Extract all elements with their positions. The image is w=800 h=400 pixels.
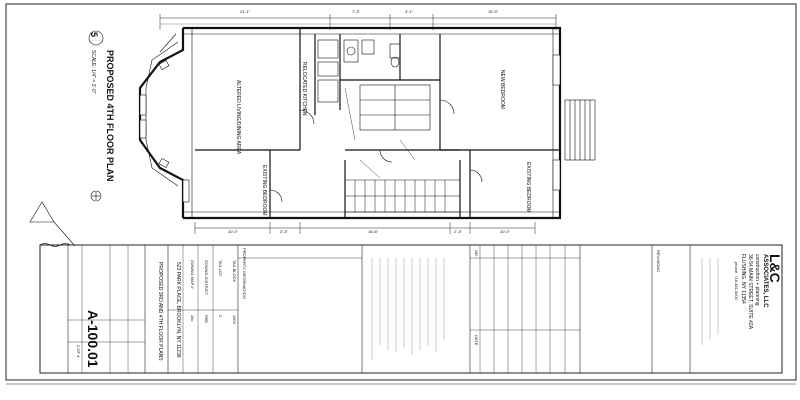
dim-top-4: 15'-9"	[488, 9, 499, 14]
bottom-dimensions	[194, 222, 536, 234]
property-row-3-key: ZONING MAP #	[190, 260, 195, 289]
room-label-bedroom-main: NEW BEDROOM	[499, 70, 505, 109]
sheet-of: 2 OF 4	[76, 345, 81, 358]
firm-address: 36-54 MAIN STREET, SUITE #2A	[747, 254, 753, 330]
firm-phone: phone: 718.461.5000	[734, 262, 739, 300]
notes-text-lines	[371, 258, 719, 360]
property-row-1-val: 2	[218, 315, 223, 318]
drawing-number: A-100.01	[85, 310, 101, 368]
project-label: PROPOSED 3RD AND 4TH FLOOR PLANS	[157, 262, 163, 361]
callouts	[29, 30, 104, 247]
dim-bottom-2: 2'-3"	[280, 229, 288, 234]
firm-tagline: construction + planning	[754, 254, 760, 306]
top-dimensions	[159, 14, 557, 30]
dim-bottom-1: 10'-0"	[228, 229, 239, 234]
property-row-2-val: R6B	[204, 315, 209, 323]
revisions-header: REVISIONS	[656, 250, 661, 272]
bay-windows	[139, 54, 561, 203]
dim-top-1: 21'-1"	[240, 9, 251, 14]
dim-bottom-5: 10'-0"	[500, 229, 511, 234]
revisions-no-label: NO.	[474, 250, 479, 258]
firm-city: FLUSHING, NY 11354	[740, 254, 746, 304]
stair	[344, 179, 461, 213]
property-row-0-key: TAX BLOCK	[232, 260, 237, 283]
room-label-kitchen: RELOCATED KITCHEN	[301, 62, 307, 116]
property-row-1-key: TAX LOT	[218, 260, 223, 277]
property-row-0-val: 1904	[232, 315, 237, 324]
firm-logo: L&C	[767, 254, 783, 283]
plan-scale: SCALE: 1/4" = 1'-0"	[90, 50, 96, 94]
revisions-date-label: DATE	[474, 335, 479, 346]
room-label-living: ALTERED LIVING/DINING AREA	[235, 80, 241, 155]
title-block-frame	[39, 243, 783, 374]
dim-top-3: 4'-1"	[405, 9, 413, 14]
dim-bottom-3: 16'-6"	[368, 229, 379, 234]
core-hatch	[344, 87, 416, 179]
fixtures	[269, 39, 483, 203]
room-label-bedroom-back: EXISTING BEDROOM	[525, 162, 531, 213]
rear-balcony	[564, 99, 596, 161]
exterior-walls	[138, 26, 562, 220]
dim-top-2: 7'-3"	[352, 9, 360, 14]
project-address: 523 PARK PLACE, BROOKLYN, NY 11238	[175, 262, 181, 358]
firm-subname: ASSOCIATES, LLC	[762, 254, 768, 308]
property-row-2-key: ZONING DISTRICT	[204, 260, 209, 296]
sheet-border	[5, 3, 797, 381]
plan-title: PROPOSED 4TH FLOOR PLAN	[105, 50, 115, 182]
plan-title-group: 5	[86, 32, 104, 37]
interior-walls	[195, 28, 560, 218]
plan-number: 5	[89, 32, 99, 38]
dim-bottom-4: 2'-3"	[454, 229, 462, 234]
property-row-3-val: 16c	[190, 315, 195, 322]
property-info-header: PROPERTY INFORMATION	[242, 248, 247, 299]
room-label-bedroom-front: EXISTING BEDROOM	[261, 165, 267, 216]
